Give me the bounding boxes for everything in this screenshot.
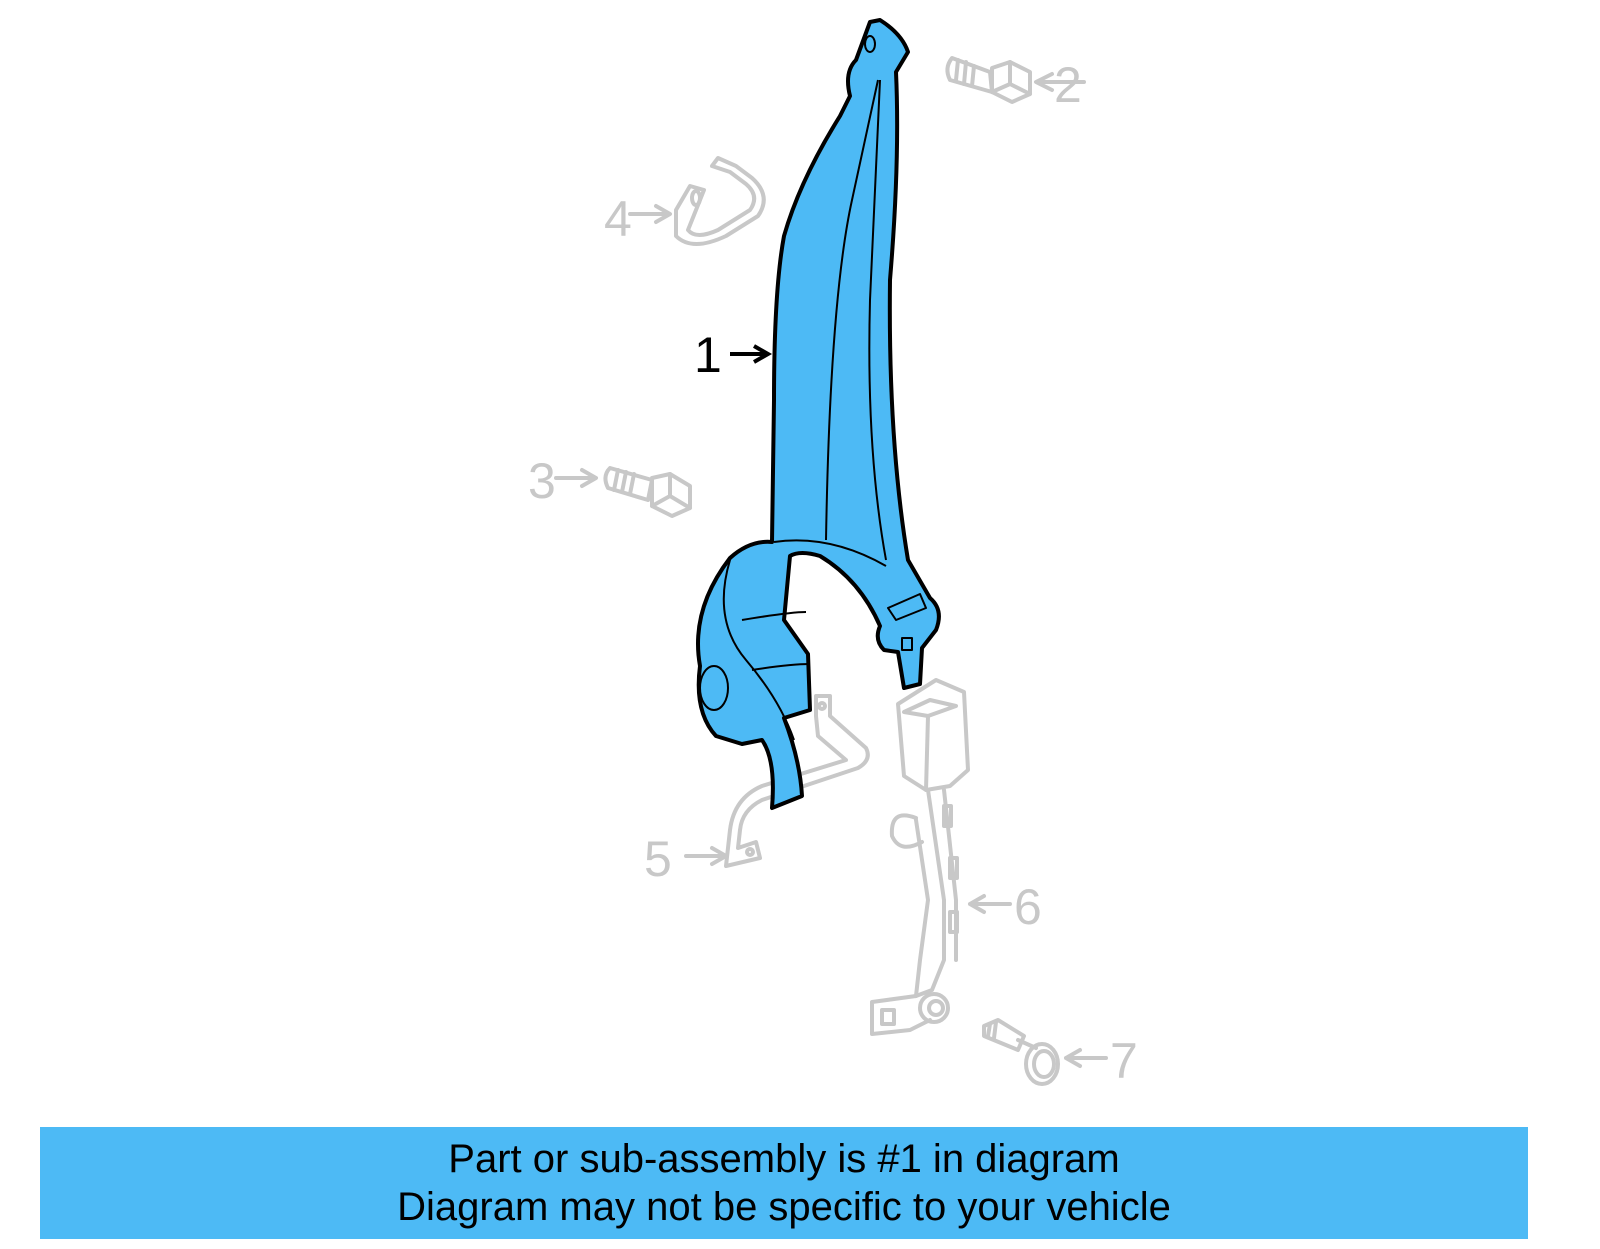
buckle-icon[interactable] — [870, 678, 970, 1036]
bolt-icon[interactable] — [603, 466, 692, 518]
callout-7[interactable]: 7 — [1110, 1033, 1138, 1089]
arrow-icon — [730, 344, 773, 364]
callout-3[interactable]: 3 — [528, 453, 556, 509]
anchor-bracket-icon[interactable] — [724, 694, 870, 868]
callout-1[interactable]: 1 — [694, 327, 722, 383]
arrow-icon — [1064, 1048, 1108, 1068]
arrow-icon — [628, 204, 672, 224]
arrow-icon — [968, 894, 1012, 914]
arrow-icon — [684, 846, 728, 866]
guide-bracket-icon[interactable] — [674, 156, 766, 246]
info-banner: Part or sub-assembly is #1 in diagram Di… — [40, 1127, 1528, 1239]
arrow-icon — [1034, 72, 1086, 92]
callout-2[interactable]: 2 — [1054, 57, 1082, 113]
shoulder-bolt-icon[interactable] — [982, 1018, 1060, 1086]
bolt-icon[interactable] — [945, 56, 1032, 104]
callout-6[interactable]: 6 — [1014, 879, 1042, 935]
seat-belt-assembly-icon[interactable] — [696, 18, 941, 810]
callout-5[interactable]: 5 — [644, 831, 672, 887]
arrow-icon — [554, 468, 598, 488]
banner-line-part: Part or sub-assembly is #1 in diagram — [448, 1137, 1120, 1181]
callout-4[interactable]: 4 — [604, 191, 632, 247]
banner-line-disclaimer: Diagram may not be specific to your vehi… — [397, 1185, 1171, 1229]
